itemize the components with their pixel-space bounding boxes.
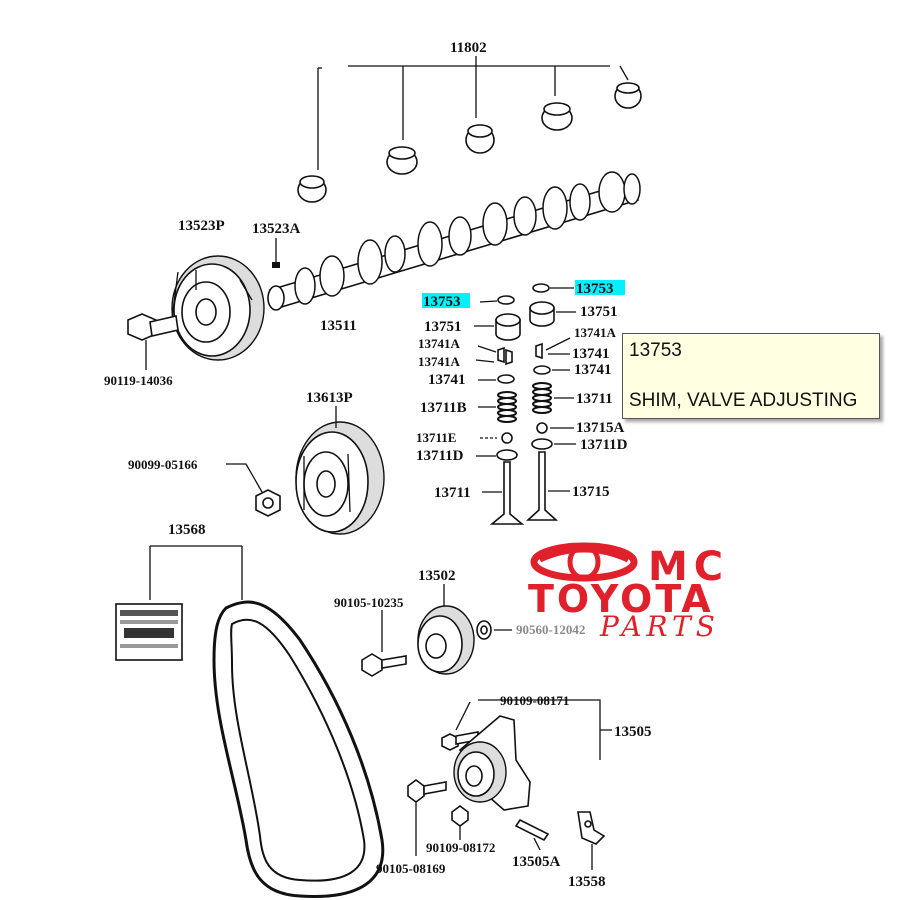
label-90109-08172[interactable]: 90109-08172 bbox=[426, 840, 495, 855]
bearing-shell-2[interactable] bbox=[386, 146, 418, 175]
label-13711E[interactable]: 13711E bbox=[416, 430, 456, 445]
bearing-shell-5[interactable] bbox=[614, 82, 642, 109]
label-13751-left[interactable]: 13751 bbox=[424, 319, 462, 335]
camshaft-pulley-13523P[interactable] bbox=[171, 255, 265, 361]
leader-13568 bbox=[149, 545, 243, 600]
keeper-13741A[interactable] bbox=[497, 346, 505, 364]
tensioner-13505[interactable] bbox=[453, 715, 531, 811]
leader-90109-08171 bbox=[455, 701, 471, 731]
label-13711-right[interactable]: 13711 bbox=[576, 391, 613, 407]
nut-90099-05166[interactable] bbox=[255, 489, 281, 517]
leader-13505 bbox=[478, 699, 612, 760]
retainer-13741-right[interactable] bbox=[533, 365, 551, 375]
knock-pin-13523A[interactable] bbox=[272, 262, 280, 268]
label-13741A-1[interactable]: 13741A bbox=[418, 336, 461, 351]
label-13711[interactable]: 13711 bbox=[434, 485, 471, 501]
bearing-group-11802 bbox=[297, 56, 642, 203]
bolt-90105-10235[interactable] bbox=[361, 653, 407, 677]
spring-seat-13711D-left[interactable] bbox=[496, 449, 518, 461]
label-13741A-3[interactable]: 13741A bbox=[574, 325, 617, 340]
label-90105-10235[interactable]: 90105-10235 bbox=[334, 595, 404, 610]
highlight-13753-right bbox=[575, 280, 625, 295]
label-13511[interactable]: 13511 bbox=[320, 318, 357, 334]
label-13711D-right[interactable]: 13711D bbox=[580, 437, 628, 453]
pin-13505A[interactable] bbox=[514, 818, 550, 842]
spring-seat-13711D-right[interactable] bbox=[531, 438, 553, 450]
keeper-13741A-right[interactable] bbox=[535, 342, 543, 360]
retainer-13741-left[interactable] bbox=[497, 374, 515, 384]
leader-13505A bbox=[533, 837, 541, 851]
label-13751-right[interactable]: 13751 bbox=[580, 304, 618, 320]
label-13715A[interactable]: 13715A bbox=[576, 420, 625, 436]
label-13523A[interactable]: 13523A bbox=[252, 221, 301, 237]
label-13613P[interactable]: 13613P bbox=[306, 390, 353, 406]
label-90099-05166[interactable]: 90099-05166 bbox=[128, 457, 198, 472]
label-13741-left[interactable]: 13741 bbox=[428, 372, 466, 388]
exhaust-valve-13715[interactable] bbox=[525, 451, 559, 521]
washer-90560[interactable] bbox=[476, 620, 492, 640]
bolt-90109-08172[interactable] bbox=[451, 805, 469, 827]
label-13711B[interactable]: 13711B bbox=[420, 400, 467, 416]
idler-pulley-13502[interactable] bbox=[417, 605, 475, 675]
timing-belt-13568[interactable] bbox=[212, 600, 385, 899]
tooltip-part-code: 13753 bbox=[629, 340, 682, 361]
bearing-shell-3[interactable] bbox=[465, 124, 495, 154]
label-90105-08169[interactable]: 90105-08169 bbox=[376, 861, 446, 876]
label-11802[interactable]: 11802 bbox=[450, 40, 487, 56]
mc-toyota-parts-logo: MC TOYOTA PARTS bbox=[528, 542, 729, 643]
tooltip-part-description: SHIM, VALVE ADJUSTING bbox=[629, 390, 858, 411]
bearing-shell-1[interactable] bbox=[297, 175, 327, 203]
valve-spring-13711B[interactable] bbox=[497, 391, 517, 423]
label-13558[interactable]: 13558 bbox=[568, 874, 606, 890]
label-13711D-left[interactable]: 13711D bbox=[416, 448, 464, 464]
leader-90099 bbox=[226, 463, 263, 493]
label-90560-12042[interactable]: 90560-12042 bbox=[516, 622, 585, 637]
label-13741A-2[interactable]: 13741A bbox=[418, 354, 461, 369]
label-13505[interactable]: 13505 bbox=[614, 724, 652, 740]
label-13505A[interactable]: 13505A bbox=[512, 854, 561, 870]
bolt-90119-14036[interactable] bbox=[127, 313, 179, 341]
label-90109-08171[interactable]: 90109-08171 bbox=[500, 693, 569, 708]
valve-train-exhaust bbox=[525, 283, 576, 521]
camshaft[interactable] bbox=[267, 171, 641, 311]
valve-spring-13711-right[interactable] bbox=[532, 382, 552, 414]
logo-text-mc: MC bbox=[648, 544, 729, 590]
pulley-13613P[interactable] bbox=[295, 421, 385, 535]
label-13502[interactable]: 13502 bbox=[418, 568, 456, 584]
bracket-13558[interactable] bbox=[577, 811, 606, 845]
valve-stem-seal-13711E[interactable] bbox=[501, 432, 513, 444]
label-13715[interactable]: 13715 bbox=[572, 484, 610, 500]
part-labels: 11802 13523P 13523A 90119-14036 13511 13… bbox=[104, 40, 652, 890]
intake-valve-13711[interactable] bbox=[489, 461, 525, 525]
belt-label-card[interactable] bbox=[115, 603, 183, 661]
label-13741-right-2[interactable]: 13741 bbox=[574, 362, 612, 378]
bolt-90105-08169[interactable] bbox=[407, 779, 447, 803]
part-tooltip: 13753 SHIM, VALVE ADJUSTING bbox=[622, 333, 880, 419]
logo-text-parts: PARTS bbox=[599, 610, 720, 643]
label-13523P[interactable]: 13523P bbox=[178, 218, 225, 234]
bearing-shell-4[interactable] bbox=[541, 102, 573, 131]
label-90119-14036[interactable]: 90119-14036 bbox=[104, 373, 173, 388]
shim-13753-right[interactable] bbox=[532, 283, 550, 293]
label-13753-left[interactable]: 13753 bbox=[423, 294, 461, 310]
label-13568[interactable]: 13568 bbox=[168, 522, 206, 538]
label-13741-right-1[interactable]: 13741 bbox=[572, 346, 610, 362]
highlight-13753-left bbox=[422, 293, 470, 308]
logo-text-toyota: TOYOTA bbox=[528, 577, 714, 621]
label-13753-right[interactable]: 13753 bbox=[576, 281, 614, 297]
valve-train-intake bbox=[474, 295, 525, 525]
valve-stem-seal-13715A[interactable] bbox=[536, 422, 548, 434]
shim-13753-left[interactable] bbox=[497, 295, 515, 305]
